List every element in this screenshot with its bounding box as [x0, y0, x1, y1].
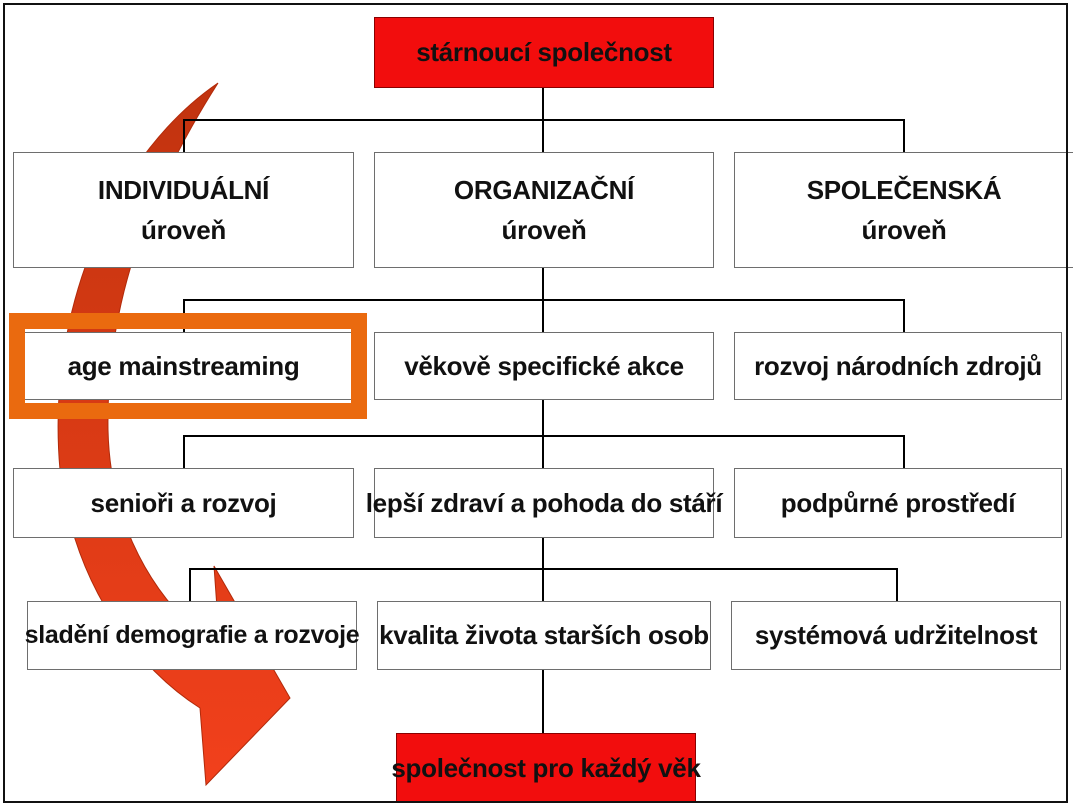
level-subtitle: úroveň: [501, 215, 587, 245]
node-national-resources: rozvoj národních zdrojů: [734, 332, 1062, 400]
level-subtitle: úroveň: [141, 215, 226, 245]
node-demography-development: sladění demografie a rozvoje: [24, 601, 360, 670]
node-age-specific-actions: věkově specifické akce: [374, 332, 714, 400]
node-label: senioři a rozvoj: [90, 487, 277, 518]
node-label: systémová udržitelnost: [754, 620, 1038, 651]
bottom-node-label: společnost pro každý věk: [391, 752, 701, 783]
node-label: lepší zdraví a pohoda do stáří: [365, 487, 723, 518]
top-node: stárnoucí společnost: [374, 17, 714, 88]
node-age-mainstreaming: age mainstreaming: [13, 332, 354, 400]
level-node-organizational: ORGANIZAČNÍ úroveň: [374, 152, 714, 268]
node-seniors-development: senioři a rozvoj: [13, 468, 354, 538]
node-label: age mainstreaming: [67, 350, 300, 381]
bottom-node: společnost pro každý věk: [391, 733, 701, 803]
node-system-sustainability: systémová udržitelnost: [731, 601, 1061, 670]
node-label: podpůrné prostředí: [780, 487, 1016, 518]
top-node-label: stárnoucí společnost: [416, 37, 672, 68]
node-supportive-environment: podpůrné prostředí: [734, 468, 1062, 538]
node-label: sladění demografie a rozvoje: [24, 621, 360, 650]
level-title: SPOLEČENSKÁ: [806, 174, 1002, 205]
node-health-wellbeing: lepší zdraví a pohoda do stáří: [366, 468, 723, 538]
node-label: rozvoj národních zdrojů: [754, 350, 1042, 381]
node-quality-of-life: kvalita života starších osob: [377, 601, 711, 670]
level-subtitle: úroveň: [861, 215, 947, 245]
node-label: kvalita života starších osob: [379, 620, 709, 651]
level-node-individual: INDIVIDUÁLNÍ úroveň: [13, 152, 354, 268]
level-node-societal: SPOLEČENSKÁ úroveň: [734, 152, 1073, 268]
level-title: ORGANIZAČNÍ: [453, 174, 635, 205]
node-label: věkově specifické akce: [404, 350, 684, 381]
level-title: INDIVIDUÁLNÍ: [97, 174, 270, 205]
